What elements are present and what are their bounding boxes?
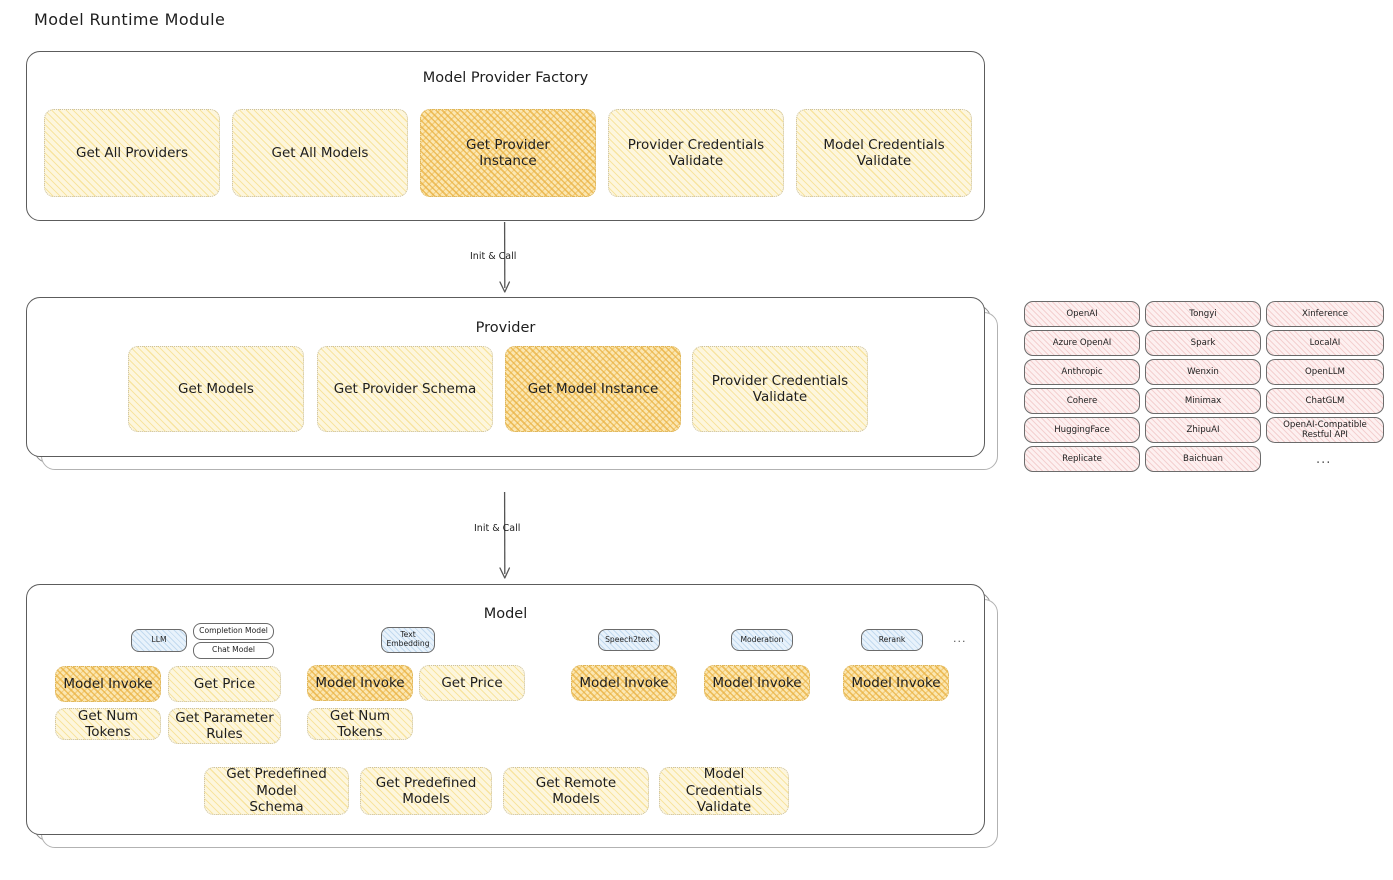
panel-title-model: Model (483, 606, 528, 622)
provider-chip-cohere[interactable]: Cohere (1024, 388, 1140, 414)
arrow-label-init-and-call-2: Init & Call (474, 523, 521, 534)
node-moderation-model-invoke[interactable]: Model Invoke (704, 665, 810, 701)
node-rerank-model-invoke[interactable]: Model Invoke (843, 665, 949, 701)
provider-chip-openai-compatible-restful-api[interactable]: OpenAI-Compatible Restful API (1266, 417, 1384, 443)
model-groups-ellipsis: ... (953, 632, 967, 645)
provider-chip-replicate[interactable]: Replicate (1024, 446, 1140, 472)
badge-speech2text[interactable]: Speech2text (598, 629, 660, 651)
node-get-remote-models[interactable]: Get Remote Models (503, 767, 649, 815)
node-text-embedding-get-num-tokens[interactable]: Get Num Tokens (307, 708, 413, 740)
provider-chip-openai[interactable]: OpenAI (1024, 301, 1140, 327)
arrow-factory-to-provider (495, 221, 515, 298)
provider-chip-spark[interactable]: Spark (1145, 330, 1261, 356)
provider-chip-chatglm[interactable]: ChatGLM (1266, 388, 1384, 414)
node-get-all-models[interactable]: Get All Models (232, 109, 408, 197)
provider-list: OpenAI Azure OpenAI Anthropic Cohere Hug… (1024, 300, 1384, 475)
provider-chip-tongyi[interactable]: Tongyi (1145, 301, 1261, 327)
provider-list-ellipsis: ... (1316, 452, 1332, 467)
provider-chip-baichuan[interactable]: Baichuan (1145, 446, 1261, 472)
node-get-model-instance[interactable]: Get Model Instance (505, 346, 681, 432)
node-llm-model-invoke[interactable]: Model Invoke (55, 666, 161, 702)
arrow-label-init-and-call-1: Init & Call (470, 251, 517, 262)
provider-chip-openllm[interactable]: OpenLLM (1266, 359, 1384, 385)
panel-model: Model LLM Completion Model Chat Model Mo… (26, 584, 998, 848)
badge-completion-model[interactable]: Completion Model (193, 623, 274, 640)
provider-chip-huggingface[interactable]: HuggingFace (1024, 417, 1140, 443)
panel-model-provider-factory: Model Provider Factory Get All Providers… (26, 51, 985, 221)
node-get-provider-schema[interactable]: Get Provider Schema (317, 346, 493, 432)
arrow-provider-to-model (495, 491, 515, 584)
node-get-models[interactable]: Get Models (128, 346, 304, 432)
node-get-all-providers[interactable]: Get All Providers (44, 109, 220, 197)
provider-chip-localai[interactable]: LocalAI (1266, 330, 1384, 356)
node-text-embedding-model-invoke[interactable]: Model Invoke (307, 665, 413, 701)
node-text-embedding-get-price[interactable]: Get Price (419, 665, 525, 701)
badge-llm[interactable]: LLM (131, 629, 187, 652)
badge-rerank[interactable]: Rerank (861, 629, 923, 651)
node-speech2text-model-invoke[interactable]: Model Invoke (571, 665, 677, 701)
panel-provider: Provider Get Models Get Provider Schema … (26, 297, 998, 470)
badge-chat-model[interactable]: Chat Model (193, 642, 274, 659)
page-title: Model Runtime Module (34, 10, 226, 29)
node-llm-get-price[interactable]: Get Price (168, 666, 281, 702)
provider-chip-xinference[interactable]: Xinference (1266, 301, 1384, 327)
badge-moderation[interactable]: Moderation (731, 629, 793, 651)
provider-chip-wenxin[interactable]: Wenxin (1145, 359, 1261, 385)
panel-title-model-provider-factory: Model Provider Factory (422, 70, 589, 86)
panel-title-provider: Provider (475, 320, 536, 336)
node-llm-get-num-tokens[interactable]: Get Num Tokens (55, 708, 161, 740)
provider-chip-anthropic[interactable]: Anthropic (1024, 359, 1140, 385)
provider-chip-azure-openai[interactable]: Azure OpenAI (1024, 330, 1140, 356)
provider-chip-minimax[interactable]: Minimax (1145, 388, 1261, 414)
provider-chip-zhipuai[interactable]: ZhipuAI (1145, 417, 1261, 443)
